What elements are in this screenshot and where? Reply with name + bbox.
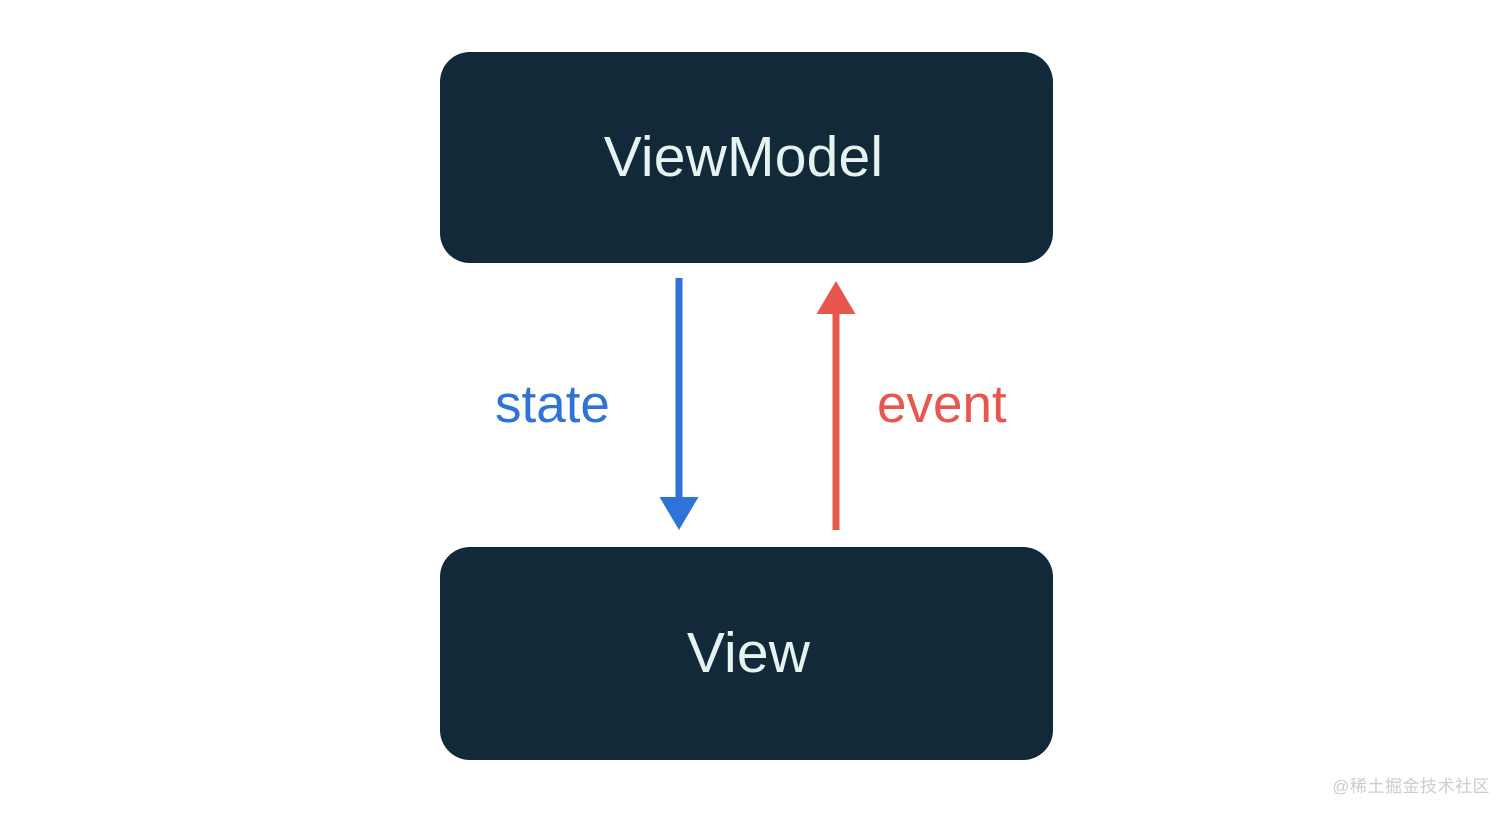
node-viewmodel-label: ViewModel [603,125,884,189]
edge-label-event: event [877,375,1007,434]
node-view-label: View [686,621,811,685]
node-viewmodel[interactable]: ViewModel [440,52,1053,263]
node-view[interactable]: View [440,547,1053,760]
arrow-event-head [816,281,856,314]
watermark-text: @稀土掘金技术社区 [1332,777,1490,796]
arrow-state-down-icon [659,278,699,530]
arrow-state-head [659,497,699,530]
edge-label-state: state [495,375,610,434]
arrow-event-up-icon [816,281,856,530]
